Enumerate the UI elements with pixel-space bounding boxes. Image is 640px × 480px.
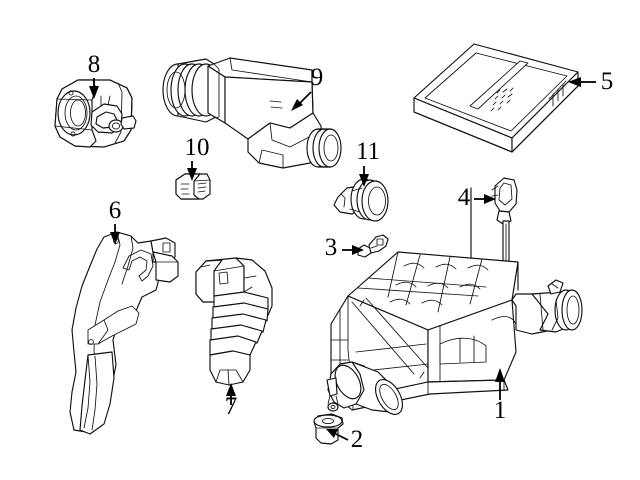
- part-flexible-bellows-hose: [195, 257, 273, 386]
- callout-7: 7: [225, 383, 238, 420]
- callout-label-11: 11: [356, 138, 380, 165]
- callout-leaders: 1 2 3 4 5: [88, 51, 614, 453]
- part-air-cleaner-housing: [326, 251, 583, 415]
- callout-5: 5: [568, 68, 613, 95]
- callout-10: 10: [185, 134, 210, 181]
- callout-label-4: 4: [458, 184, 471, 211]
- callout-4: 4: [458, 184, 496, 211]
- callout-6: 6: [109, 197, 122, 245]
- part-mounting-grommet: [313, 413, 344, 445]
- callout-label-10: 10: [185, 134, 210, 161]
- callout-1: 1: [494, 368, 507, 424]
- callout-label-8: 8: [88, 51, 101, 78]
- callout-label-1: 1: [494, 397, 507, 424]
- callout-3: 3: [325, 234, 364, 261]
- callout-label-7: 7: [225, 393, 238, 420]
- callout-label-3: 3: [325, 234, 338, 261]
- callout-11: 11: [356, 138, 380, 187]
- callout-label-6: 6: [109, 197, 122, 224]
- part-electrical-connector: [175, 173, 211, 200]
- part-intake-adapter-ring: [333, 178, 389, 222]
- part-air-filter-element: [413, 43, 579, 153]
- callout-label-5: 5: [601, 68, 614, 95]
- part-air-inlet-tube: [162, 57, 342, 169]
- callout-8: 8: [88, 51, 101, 99]
- part-throttle-body: [54, 79, 137, 148]
- callout-2: 2: [326, 426, 363, 453]
- callout-9: 9: [291, 64, 323, 111]
- part-air-temperature-sensor: [357, 234, 389, 258]
- callout-label-9: 9: [311, 64, 324, 91]
- callout-label-2: 2: [351, 426, 364, 453]
- part-air-intake-duct: [69, 231, 179, 435]
